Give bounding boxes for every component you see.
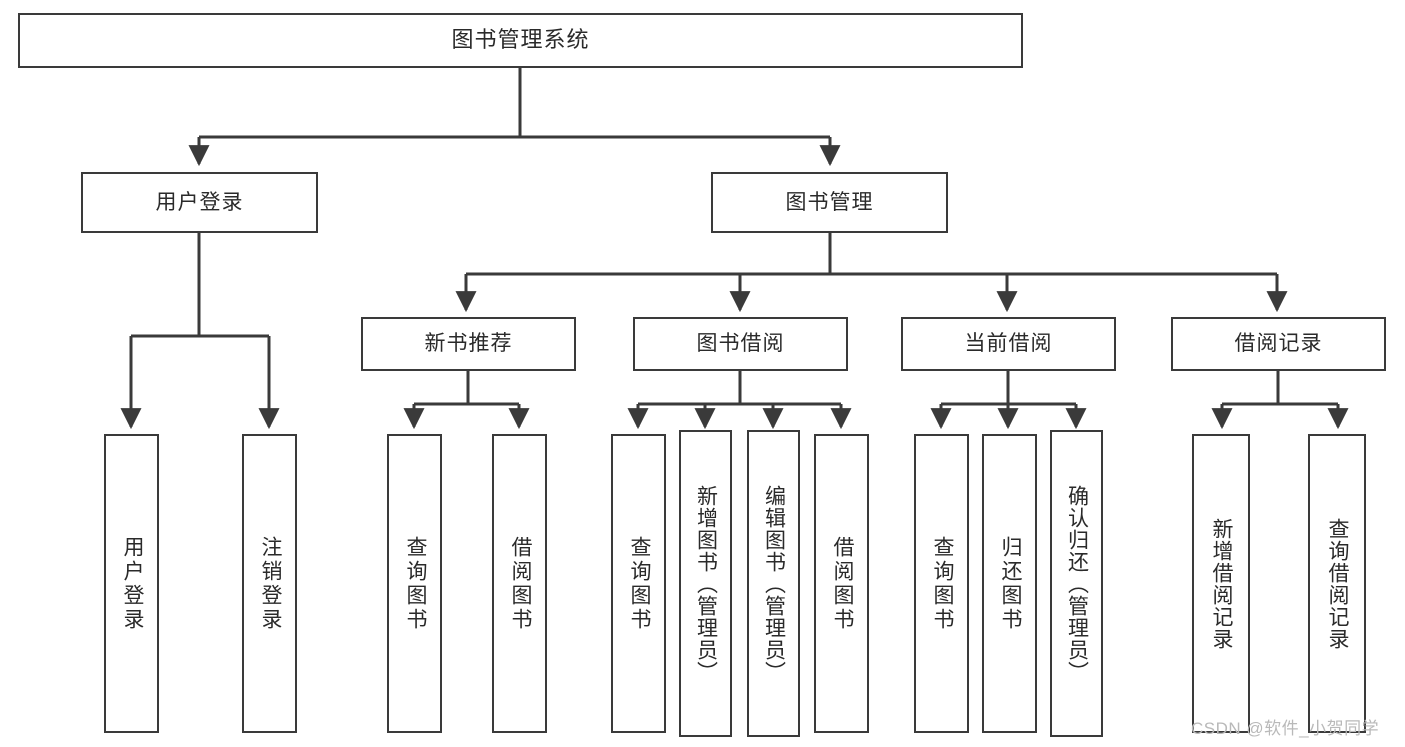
node-leaf-user-logout[interactable]: 注销登录 <box>242 434 297 733</box>
node-leaf-query-book-2[interactable]: 查询图书 <box>611 434 666 733</box>
node-book-management[interactable]: 图书管理 <box>711 172 948 233</box>
node-leaf-add-record-label: 新增借阅记录 <box>1210 517 1234 650</box>
node-leaf-query-book-2-label: 查询图书 <box>627 535 651 632</box>
node-current-borrow-label: 当前借阅 <box>964 332 1053 356</box>
node-leaf-borrow-book-1[interactable]: 借阅图书 <box>492 434 547 733</box>
node-leaf-user-logout-label: 注销登录 <box>258 535 282 632</box>
node-user-login[interactable]: 用户登录 <box>81 172 318 233</box>
node-leaf-add-record[interactable]: 新增借阅记录 <box>1192 434 1250 733</box>
node-leaf-user-login[interactable]: 用户登录 <box>104 434 159 733</box>
node-leaf-confirm-return[interactable]: 确认归还（管理员） <box>1050 430 1103 737</box>
node-leaf-query-book-3-label: 查询图书 <box>930 535 954 632</box>
node-leaf-add-book[interactable]: 新增图书（管理员） <box>679 430 732 737</box>
node-book-borrow-label: 图书借阅 <box>696 332 785 356</box>
node-root[interactable]: 图书管理系统 <box>18 13 1023 68</box>
node-root-label: 图书管理系统 <box>451 27 590 53</box>
node-borrow-record-label: 借阅记录 <box>1234 332 1323 356</box>
node-leaf-query-record-label: 查询借阅记录 <box>1326 517 1350 650</box>
node-leaf-borrow-book-2[interactable]: 借阅图书 <box>814 434 869 733</box>
node-leaf-return-book[interactable]: 归还图书 <box>982 434 1037 733</box>
node-book-borrow[interactable]: 图书借阅 <box>633 317 848 371</box>
csdn-watermark: CSDN @软件_小贺同学 <box>1191 719 1380 738</box>
node-book-management-label: 图书管理 <box>785 190 874 214</box>
node-leaf-query-record[interactable]: 查询借阅记录 <box>1308 434 1366 733</box>
node-leaf-query-book-3[interactable]: 查询图书 <box>914 434 969 733</box>
node-new-book-recommend-label: 新书推荐 <box>424 332 513 356</box>
node-leaf-user-login-label: 用户登录 <box>120 535 144 632</box>
node-leaf-add-book-label: 新增图书（管理员） <box>694 484 718 683</box>
node-leaf-edit-book-label: 编辑图书（管理员） <box>762 484 786 683</box>
node-user-login-label: 用户登录 <box>155 190 244 214</box>
node-current-borrow[interactable]: 当前借阅 <box>901 317 1116 371</box>
node-leaf-borrow-book-2-label: 借阅图书 <box>830 535 854 632</box>
node-leaf-query-book-1-label: 查询图书 <box>403 535 427 632</box>
node-new-book-recommend[interactable]: 新书推荐 <box>361 317 576 371</box>
node-leaf-confirm-return-label: 确认归还（管理员） <box>1065 484 1089 683</box>
node-leaf-edit-book[interactable]: 编辑图书（管理员） <box>747 430 800 737</box>
node-leaf-query-book-1[interactable]: 查询图书 <box>387 434 442 733</box>
node-leaf-borrow-book-1-label: 借阅图书 <box>508 535 532 632</box>
node-leaf-return-book-label: 归还图书 <box>998 535 1022 632</box>
node-borrow-record[interactable]: 借阅记录 <box>1171 317 1386 371</box>
